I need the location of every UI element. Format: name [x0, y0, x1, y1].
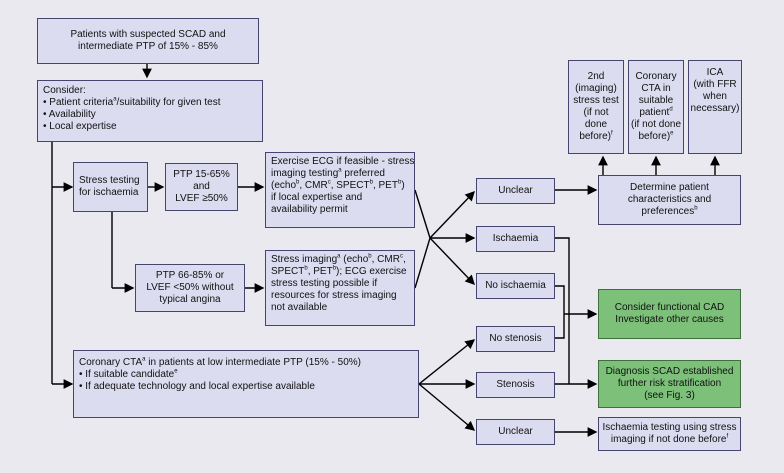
testing-line-2: imaging if not done beforef — [610, 433, 729, 445]
ptp-high-line-1: PTP 66-85% or — [155, 270, 225, 281]
arrow-fork-noischaemia — [429, 237, 475, 286]
ischaemia-box: Ischaemia — [476, 226, 555, 252]
arrow-cta-unclear — [418, 383, 476, 431]
functional-cad-box: Consider functional CAD Investigate othe… — [598, 289, 741, 339]
line-ecg-fork — [414, 189, 431, 239]
ptp-high-line-2: LVEF <50% without — [146, 282, 234, 293]
consider-title: Consider: — [43, 85, 86, 96]
no-ischaemia-box: No ischaemia — [476, 273, 555, 299]
ecg-line-5: availability permit — [271, 204, 348, 215]
stress-testing-line-2: for ischaemia — [79, 187, 139, 198]
ptp-high-box: PTP 66-85% or LVEF <50% without typical … — [135, 264, 245, 312]
ischaemia-testing-box: Ischaemia testing using stress imaging i… — [598, 417, 741, 451]
ecg-line-1: Exercise ECG if feasible - stress — [271, 156, 415, 167]
ccta-line-6: before)e — [638, 130, 674, 142]
line-noischaemia-functional — [555, 285, 565, 314]
arrow-fork-unclear — [429, 190, 475, 239]
stress-imaging-box: Stress imaginga (echob, CMRc, SPECTb, PE… — [265, 250, 415, 326]
coronary-cta-option-box: Coronary CTA in suitable patientd (if no… — [628, 60, 684, 154]
ica-box: ICA (with FFR when necessary) — [688, 60, 742, 154]
ptp-low-line-1: PTP 15-65% — [173, 169, 230, 180]
stress-testing-box: Stress testing for ischaemia — [73, 162, 148, 212]
line-imaging-fork — [414, 237, 431, 289]
no-stenosis-box: No stenosis — [476, 326, 555, 352]
second-line-4: (if not — [583, 107, 609, 118]
diagnosis-line-2: further risk stratification — [617, 378, 722, 389]
ptp-high-line-3: typical angina — [159, 294, 221, 305]
ccta-line-3: suitable — [638, 95, 674, 106]
ccta-line-2: CTA in — [641, 83, 671, 94]
imaging-line-3: stress testing possible if — [271, 278, 378, 289]
diagnosis-line-1: Diagnosis SCAD established — [605, 366, 734, 377]
unclear-top-box: Unclear — [476, 178, 555, 204]
unclear-bottom-box: Unclear — [476, 419, 555, 445]
suspected-scad-box: Patients with suspected SCAD and interme… — [37, 18, 259, 64]
diagnosis-line-3: (see Fig. 3) — [644, 390, 695, 401]
ica-line-2: (with FFR — [693, 79, 737, 90]
ica-line-1: ICA — [706, 67, 724, 78]
ecg-line-3: (echob, CMRc, SPECTb, PETb) — [271, 179, 405, 191]
imaging-line-4: resources for stress imaging — [271, 290, 397, 301]
ccta-line-4: patientd — [639, 106, 673, 118]
ptp-low-line-2: and — [193, 181, 210, 192]
ccta-line-5: (if not done — [630, 119, 682, 130]
determine-line-3: preferencesb — [641, 205, 698, 217]
cta-line-1: Coronary CTAa in patients at low interme… — [79, 356, 361, 368]
ccta-line-1: Coronary — [635, 71, 677, 82]
functional-line-2: Investigate other causes — [615, 314, 724, 325]
cta-line-2: • If suitable candidatee — [79, 368, 178, 380]
line-ischaemia-diagnosis — [555, 237, 570, 384]
consider-item-availability: Availability — [43, 109, 257, 121]
stenosis-box: Stenosis — [476, 372, 555, 398]
consider-box: Consider: Patient criteriaa/suitability … — [37, 80, 263, 142]
start-line-1: Patients with suspected SCAD and — [70, 29, 226, 40]
second-line-6: before)f — [579, 130, 613, 142]
second-line-1: 2nd — [587, 71, 605, 82]
ptp-low-box: PTP 15-65% and LVEF ≥50% — [165, 163, 238, 211]
stress-testing-line-1: Stress testing — [79, 175, 140, 186]
ecg-line-2: imaging testinga preferred — [271, 167, 385, 179]
exercise-ecg-box: Exercise ECG if feasible - stress imagin… — [265, 152, 415, 228]
imaging-line-1: Stress imaginga (echob, CMRc, — [271, 253, 406, 265]
testing-line-1: Ischaemia testing using stress — [602, 422, 737, 433]
diagnosis-box: Diagnosis SCAD established further risk … — [598, 360, 741, 408]
ptp-low-line-3: LVEF ≥50% — [175, 193, 228, 204]
ica-line-3: when — [703, 91, 727, 102]
coronary-cta-box: Coronary CTAa in patients at low interme… — [73, 350, 419, 418]
imaging-line-5: not available — [271, 302, 328, 313]
line-nostenosis-functional — [555, 314, 565, 339]
arrow-cta-nostenosis — [418, 339, 476, 385]
determine-box: Determine patient characteristics and pr… — [598, 175, 741, 225]
ica-line-4: necessary) — [690, 103, 740, 114]
cta-line-3: • If adequate technology and local exper… — [79, 381, 315, 392]
determine-line-1: Determine patient — [630, 182, 709, 193]
consider-item-patient-criteria: Patient criteriaa/suitability for given … — [43, 97, 257, 109]
consider-item-local-expertise: Local expertise — [43, 121, 257, 133]
second-line-5: done — [584, 119, 608, 130]
second-stress-test-box: 2nd (imaging) stress test (if not done b… — [568, 60, 624, 154]
second-line-2: (imaging) — [575, 83, 617, 94]
ecg-line-4: if local expertise and — [271, 192, 363, 203]
functional-line-1: Consider functional CAD — [614, 302, 725, 313]
determine-line-2: characteristics and — [627, 194, 712, 205]
second-line-3: stress test — [573, 95, 619, 106]
imaging-line-2: SPECTb, PETb); ECG exercise — [271, 265, 407, 277]
start-line-2: intermediate PTP of 15% - 85% — [78, 41, 218, 52]
